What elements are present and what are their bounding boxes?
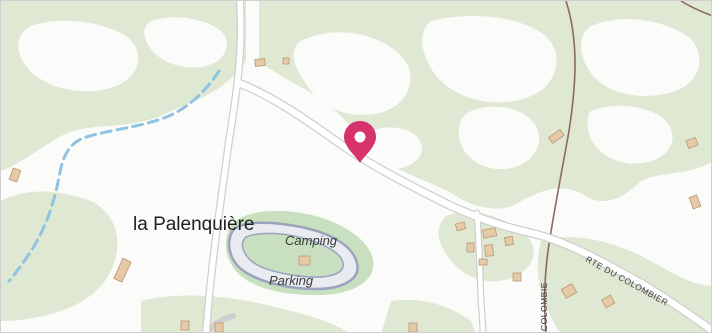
- roads: [203, 1, 711, 332]
- parking-label: Parking: [269, 273, 314, 288]
- camping-label: Camping: [285, 233, 338, 248]
- parking-island: [241, 232, 344, 278]
- map-pin-icon[interactable]: [344, 121, 376, 163]
- track-path-top: [680, 1, 711, 17]
- track-path: [543, 1, 576, 332]
- buildings: [8, 57, 702, 332]
- stream: [7, 69, 221, 283]
- woodland-clearings: [18, 16, 700, 170]
- place-label: la Palenquière: [133, 214, 254, 235]
- road-label-side: COLOMBIE: [539, 282, 549, 331]
